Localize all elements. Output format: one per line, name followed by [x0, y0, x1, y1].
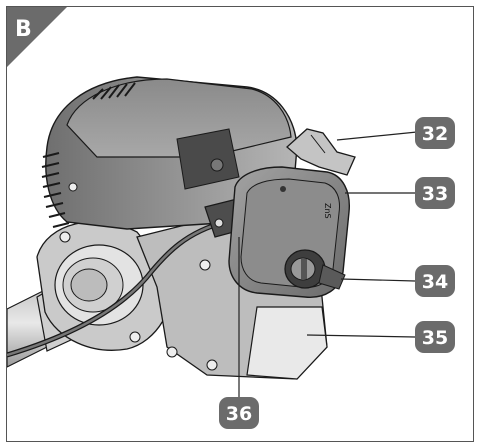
- clutch-housing: [36, 221, 174, 351]
- leader-lines: [238, 131, 418, 401]
- figure-frame: B: [6, 6, 474, 442]
- callout-36-label: 36: [226, 403, 252, 425]
- callout-36: 36: [219, 397, 259, 429]
- figure-tag: B: [7, 7, 67, 67]
- filter-knob: [284, 249, 346, 290]
- callout-35-label: 35: [422, 327, 448, 349]
- engine-illustration: B: [7, 7, 455, 429]
- figure-tag-label: B: [15, 17, 32, 42]
- callout-34: 34: [415, 265, 455, 297]
- callout-33-label: 33: [422, 183, 448, 205]
- callout-35: 35: [415, 321, 455, 353]
- cooling-fins: [41, 82, 136, 228]
- choke-lever: [286, 128, 356, 176]
- svg-text:ZnS: ZnS: [323, 203, 332, 219]
- callout-32-label: 32: [422, 123, 448, 145]
- throttle-cable: [7, 219, 226, 358]
- engine-cover: [41, 76, 298, 230]
- callout-33: 33: [415, 177, 455, 209]
- callout-34-label: 34: [422, 271, 448, 293]
- callout-32: 32: [415, 117, 455, 149]
